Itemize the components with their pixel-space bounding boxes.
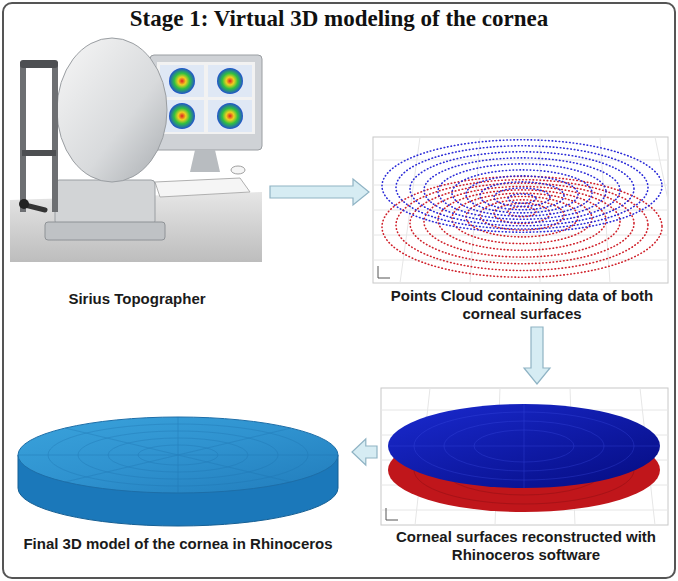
panel-caption: Corneal surfaces reconstructed with Rhin… [381,528,671,564]
block-arrow [524,327,550,384]
block-arrow [270,179,369,205]
panel-caption: Points Cloud containing data of both cor… [373,287,671,323]
panel-caption: Sirius Topographer [8,290,266,308]
figure-panel: Corneal surfaces reconstructed with Rhin… [381,388,671,564]
cornea-model-picture [18,417,338,526]
point-cloud-picture [373,137,668,283]
figure-panel: Final 3D model of the cornea in Rhinocer… [8,415,348,553]
block-arrow [352,439,377,465]
figure-panel: Points Cloud containing data of both cor… [373,137,671,323]
topographer-picture [10,38,262,262]
figure-panel: Sirius Topographer [8,40,266,308]
diagram-title: Stage 1: Virtual 3D modeling of the corn… [0,6,678,32]
surfaces-picture [381,388,668,525]
panel-caption: Final 3D model of the cornea in Rhinocer… [8,535,348,553]
